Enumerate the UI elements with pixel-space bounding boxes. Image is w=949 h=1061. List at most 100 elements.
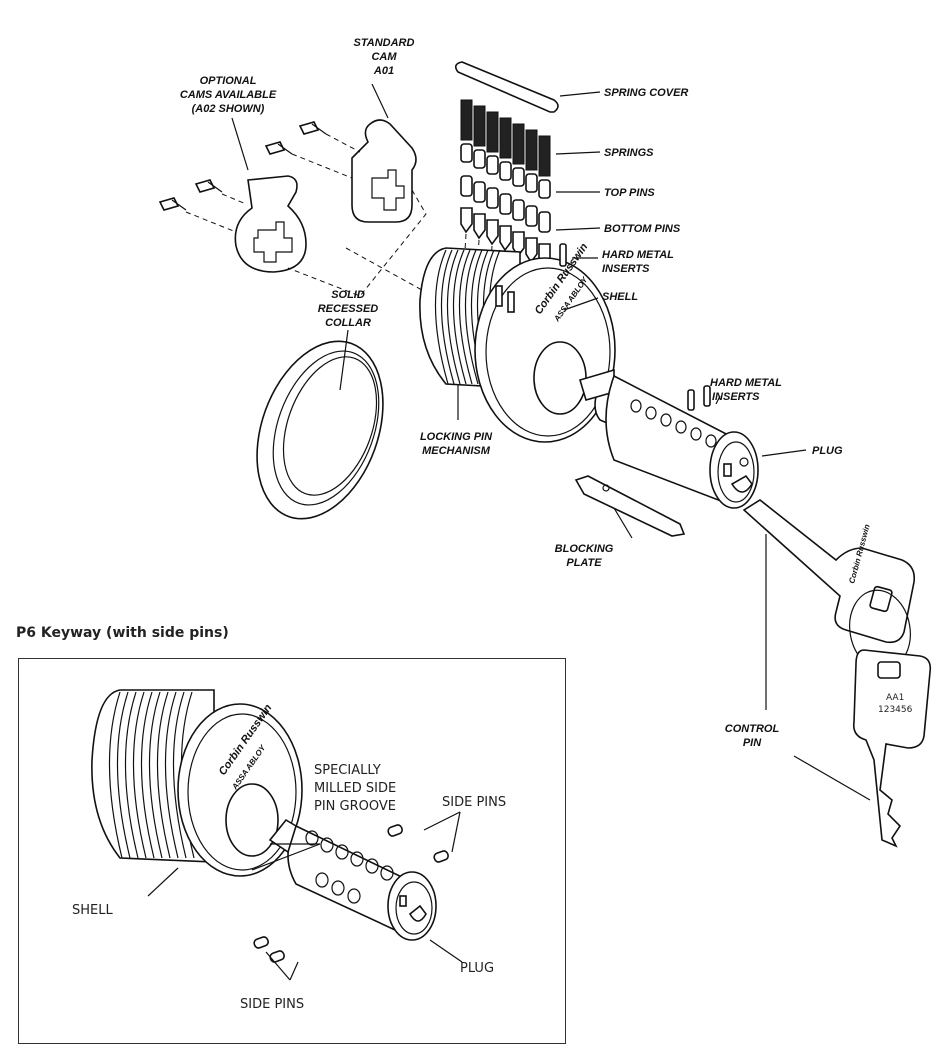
label-shell: SHELL — [602, 291, 638, 303]
top-pin — [473, 181, 486, 203]
shell-thread — [446, 249, 461, 385]
inset-side-pin-hole — [315, 872, 329, 888]
inset-shell-thread — [124, 691, 139, 859]
inset-side-pin-hole — [331, 880, 345, 896]
inset-plug-pin-hole — [365, 858, 379, 874]
inset-shell-thread — [172, 691, 187, 859]
inset-callout-lines — [147, 811, 463, 981]
cam-screws — [158, 121, 327, 211]
label-optional-cams-2: CAMS AVAILABLE — [180, 89, 277, 101]
plug-pin-hole — [630, 399, 642, 413]
inset-label-side-pins-top: SIDE PINS — [442, 795, 506, 810]
plug-pin-hole — [645, 406, 657, 420]
plug-pin-hole — [690, 427, 702, 441]
label-control-pin-1: CONTROL — [725, 723, 780, 735]
label-standard-cam-1: STANDARD — [354, 37, 415, 49]
inset-shell-thread — [116, 691, 131, 859]
top-pin — [473, 149, 486, 169]
hard-metal-inserts-plug — [687, 385, 711, 411]
assembly-lines — [185, 133, 441, 301]
control-key: Corbin Russwin — [742, 499, 916, 644]
inset-plug-pin-hole — [335, 844, 349, 860]
label-springs: SPRINGS — [604, 147, 654, 159]
bottom-pin — [460, 207, 473, 234]
blocking-plate — [574, 475, 686, 537]
plug-pin-hole — [660, 413, 672, 427]
bottom-pin — [499, 225, 512, 252]
top-pins — [460, 143, 551, 233]
inset-label-milled-1: SPECIALLY — [314, 763, 381, 778]
shell-thread — [458, 249, 473, 385]
spring — [486, 111, 499, 153]
label-collar-2: RECESSED — [318, 303, 379, 315]
label-control-pin-2: PIN — [743, 737, 762, 749]
label-standard-cam-2: CAM — [371, 51, 397, 63]
operating-key: AA1 123456 — [849, 589, 932, 848]
bottom-pin — [473, 213, 486, 240]
label-locking-pin-2: MECHANISM — [422, 445, 491, 457]
top-pin — [460, 143, 473, 163]
inset-heading: P6 Keyway (with side pins) — [16, 625, 229, 641]
label-hard-metal-inserts-plug-2: INSERTS — [712, 391, 760, 403]
inset-shell-thread — [108, 691, 123, 859]
spring — [473, 105, 486, 147]
callout-lines — [231, 83, 871, 801]
shell-thread — [440, 249, 455, 385]
shell-thread — [464, 249, 479, 385]
bottom-pin — [486, 219, 499, 246]
label-standard-cam-3: A01 — [373, 65, 394, 77]
inset-plug-pin-hole — [320, 837, 334, 853]
bottom-pin — [512, 231, 525, 258]
inset-shell-thread — [140, 691, 155, 859]
inset-shell-thread — [164, 691, 179, 859]
top-pin — [512, 199, 525, 221]
top-pin — [512, 167, 525, 187]
springs — [460, 99, 551, 177]
plug-pin-hole — [705, 434, 717, 448]
inset-label-side-pins-bottom: SIDE PINS — [240, 997, 304, 1012]
label-hard-metal-inserts-plug-1: HARD METAL — [710, 377, 782, 389]
top-pin — [499, 161, 512, 181]
inset-plug-pin-hole — [350, 851, 364, 867]
inset-shell-thread — [148, 691, 163, 859]
spring — [512, 123, 525, 165]
label-spring-cover: SPRING COVER — [604, 87, 688, 99]
label-blocking-plate-2: PLATE — [566, 557, 602, 569]
inset-side-pin-hole — [347, 888, 361, 904]
top-pin — [525, 205, 538, 227]
inset-shell: Corbin Russwin ASSA ABLOY — [91, 689, 303, 877]
inset-label-milled-2: MILLED SIDE — [314, 781, 396, 796]
key-tag-line-1: AA1 — [886, 693, 904, 703]
optional-cam — [234, 175, 307, 273]
label-collar-3: COLLAR — [325, 317, 371, 329]
bottom-pin — [525, 237, 538, 264]
spring — [525, 129, 538, 171]
plug-pin-hole — [675, 420, 687, 434]
top-pin — [525, 173, 538, 193]
top-pin — [538, 211, 551, 233]
label-plug: PLUG — [812, 445, 843, 457]
inset-plug-pin-hole — [305, 830, 319, 846]
label-blocking-plate-1: BLOCKING — [555, 543, 614, 555]
label-locking-pin-1: LOCKING PIN — [420, 431, 493, 443]
inset-label-plug: PLUG — [460, 961, 494, 976]
label-hard-metal-inserts-top-2: INSERTS — [602, 263, 650, 275]
top-pin — [499, 193, 512, 215]
inset-shell-thread — [132, 691, 147, 859]
shell-thread — [452, 249, 467, 385]
spring — [499, 117, 512, 159]
label-collar-1: SOLID — [331, 289, 365, 301]
top-pin — [486, 155, 499, 175]
label-hard-metal-inserts-top-1: HARD METAL — [602, 249, 674, 261]
inset-frame — [18, 658, 566, 1044]
label-bottom-pins: BOTTOM PINS — [604, 223, 681, 235]
top-pin — [486, 187, 499, 209]
shell-thread — [434, 249, 449, 385]
top-pin — [538, 179, 551, 199]
top-pin — [460, 175, 473, 197]
label-top-pins: TOP PINS — [604, 187, 655, 199]
labels: STANDARD CAM A01 OPTIONAL CAMS AVAILABLE… — [180, 37, 843, 749]
inset-side-pins — [253, 824, 449, 963]
spring — [460, 99, 473, 141]
inset-plug — [268, 818, 437, 941]
